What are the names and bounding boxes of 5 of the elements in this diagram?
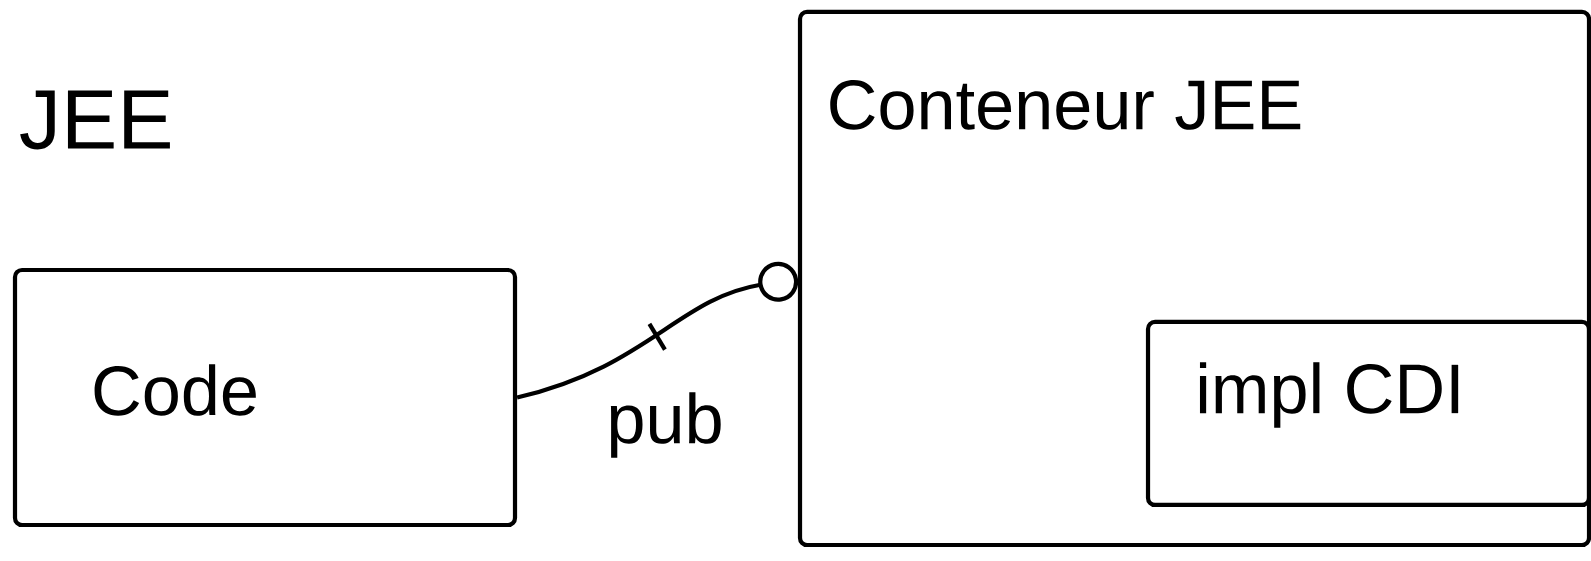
component-box: impl CDI	[1145, 319, 1591, 508]
connector	[516, 261, 799, 400]
process-box: Code	[12, 267, 518, 528]
heading-label: JEE	[20, 90, 170, 150]
edge-label: pub	[599, 385, 731, 465]
